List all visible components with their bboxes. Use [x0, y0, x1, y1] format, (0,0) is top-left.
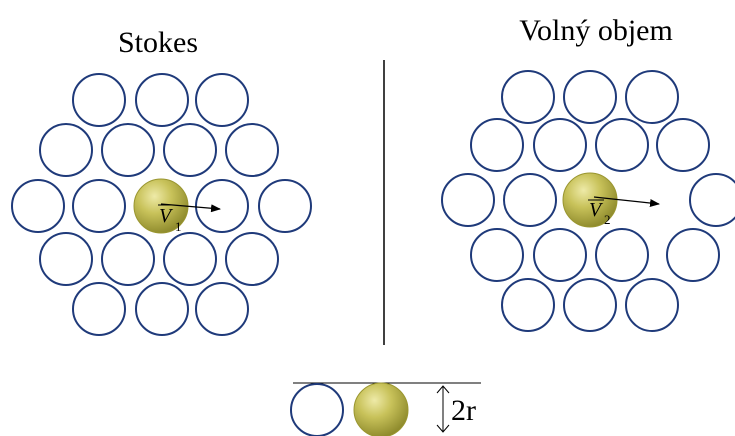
molecule-ring: [225, 232, 279, 286]
molecule-ring: [563, 278, 617, 332]
molecule-ring: [533, 228, 587, 282]
molecule-ring: [258, 179, 312, 233]
molecule-ring: [39, 232, 93, 286]
molecule-ring: [225, 123, 279, 177]
size-dimension-arrow-top: [436, 385, 450, 394]
molecule-ring: [163, 232, 217, 286]
molecule-ring: [135, 282, 189, 336]
molecule-ring: [163, 123, 217, 177]
right-velocity-arrow: [593, 196, 660, 208]
right-panel-title: Volný objem: [519, 14, 673, 47]
molecule-ring: [503, 173, 557, 227]
molecule-ring: [101, 123, 155, 177]
size-dimension-label: 2r: [451, 394, 476, 427]
molecule-ring: [195, 179, 249, 233]
molecule-ring: [72, 282, 126, 336]
molecule-ring: [625, 70, 679, 124]
molecule-ring: [11, 179, 65, 233]
molecule-ring: [689, 173, 735, 227]
left-panel-title: Stokes: [118, 26, 198, 59]
left-velocity-symbol: V: [159, 205, 174, 227]
molecule-ring: [72, 73, 126, 127]
molecule-ring: [666, 228, 720, 282]
molecule-ring: [195, 73, 249, 127]
molecule-ring: [470, 228, 524, 282]
left-molecule-cluster: [11, 73, 312, 336]
left-velocity-subscript: 1: [175, 219, 182, 234]
molecule-ring: [533, 118, 587, 172]
size-dimension-arrow-bottom: [436, 424, 450, 433]
molecule-ring: [39, 123, 93, 177]
size-particle: [353, 382, 409, 436]
size-molecule: [290, 383, 344, 436]
molecule-ring: [563, 70, 617, 124]
molecule-ring: [441, 173, 495, 227]
molecule-ring: [135, 73, 189, 127]
molecule-ring: [72, 179, 126, 233]
right-molecule-cluster: [441, 70, 735, 332]
molecule-ring: [501, 278, 555, 332]
molecule-ring: [595, 118, 649, 172]
molecule-ring: [101, 232, 155, 286]
molecule-ring: [470, 118, 524, 172]
molecule-ring: [656, 118, 710, 172]
molecule-ring: [195, 282, 249, 336]
right-velocity-subscript: 2: [604, 212, 611, 227]
molecule-ring: [625, 278, 679, 332]
right-velocity-symbol: V: [589, 199, 604, 221]
molecule-ring: [595, 228, 649, 282]
molecule-ring: [501, 70, 555, 124]
